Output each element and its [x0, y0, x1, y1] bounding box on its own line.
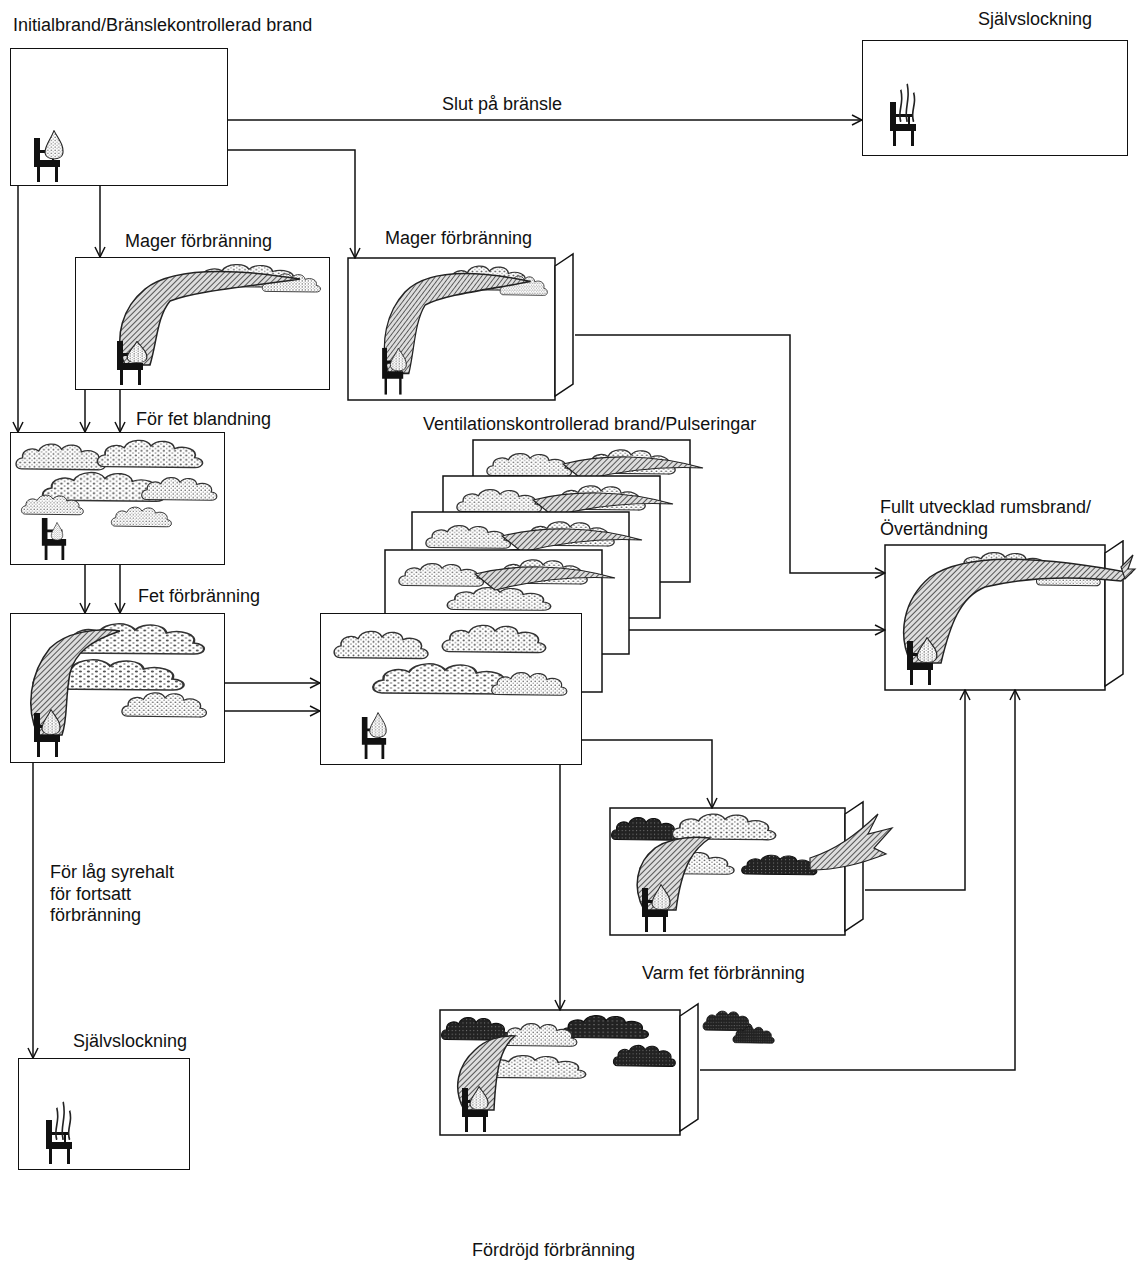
flow-arrow	[225, 710, 320, 712]
flashover-scene	[885, 541, 1135, 690]
flow-arrow	[17, 186, 19, 432]
stage-heading: Fördröjd förbränning	[470, 1240, 637, 1262]
stage-box: Självslockning	[862, 40, 1128, 156]
stage-box: Initialbrand/Bränslekontrollerad brand	[10, 48, 228, 186]
initial-fire-scene	[34, 131, 63, 182]
hot-rich-burning-scene	[610, 802, 892, 935]
lean-burning-door-scene	[555, 254, 573, 396]
rich-mixture-scene	[16, 440, 217, 560]
self-extinction-scene	[46, 1102, 72, 1164]
flow-arrow	[84, 390, 86, 432]
stage-heading: För fet blandning	[134, 409, 273, 431]
pulsation-stack	[334, 625, 567, 759]
stage-heading: Mager förbränning	[383, 228, 534, 250]
stage-heading: Fullt utvecklad rumsbrand/ Övertändning	[878, 497, 1136, 540]
stage-heading: Självslockning	[976, 9, 1094, 31]
flow-arrow	[225, 682, 320, 684]
flashover-scene	[885, 541, 1135, 690]
rich-burning-scene	[31, 624, 207, 757]
edge-label: Slut på bränsle	[440, 94, 564, 116]
delayed-burning-scene	[440, 1004, 774, 1135]
initial-fire-scene	[34, 131, 63, 182]
pulsation-stack	[320, 440, 703, 765]
lean-burning-door-scene	[382, 266, 547, 395]
stage-box: Ventilationskontrollerad brand/Pulsering…	[320, 613, 582, 765]
stage-box: För fet blandning	[10, 432, 225, 565]
stage-box: Mager förbränning	[75, 257, 330, 390]
stage-box: Fullt utvecklad rumsbrand/ Övertändning	[885, 545, 1125, 690]
flow-arrow	[228, 119, 862, 121]
flow-arrow	[119, 390, 121, 432]
stage-box: Mager förbränning	[348, 258, 575, 400]
stage-heading: Ventilationskontrollerad brand/Pulsering…	[421, 414, 758, 436]
edge-label: För låg syrehalt för fortsatt förbrännin…	[48, 862, 202, 927]
rich-burning-scene	[31, 624, 207, 757]
lean-burning-scene	[117, 265, 321, 385]
hot-rich-burning-scene	[610, 802, 892, 935]
flow-arrow	[582, 740, 712, 808]
flow-arrow	[865, 690, 965, 890]
stage-heading: Mager förbränning	[123, 231, 274, 253]
delayed-burning-scene	[440, 1004, 774, 1135]
flow-arrow	[99, 186, 101, 257]
self-extinction-scene	[890, 84, 916, 146]
pulsation-stack	[320, 613, 582, 765]
stage-heading: Självslockning	[71, 1031, 189, 1053]
flow-arrow	[84, 565, 86, 613]
stage-box: Fet förbränning	[10, 613, 225, 763]
self-extinction-scene	[890, 84, 916, 146]
stage-box: Fördröjd förbränning	[440, 1010, 700, 1135]
stage-box: Varm fet förbränning	[610, 808, 865, 935]
stage-heading: Varm fet förbränning	[640, 963, 807, 985]
flow-arrow	[119, 565, 121, 613]
rich-mixture-scene	[16, 440, 217, 560]
lean-burning-scene	[117, 265, 321, 385]
lean-burning-door-scene	[382, 266, 547, 395]
pulsation-stack	[334, 625, 567, 759]
lean-burning-door-scene	[348, 254, 573, 400]
flow-arrow	[32, 763, 34, 1058]
stage-heading: Fet förbränning	[136, 586, 262, 608]
lean-burning-door-scene	[348, 258, 555, 400]
flow-arrow	[559, 765, 561, 1010]
self-extinction-scene	[46, 1102, 72, 1164]
stage-heading: Initialbrand/Bränslekontrollerad brand	[11, 15, 314, 37]
stage-box: Självslockning	[18, 1058, 190, 1170]
